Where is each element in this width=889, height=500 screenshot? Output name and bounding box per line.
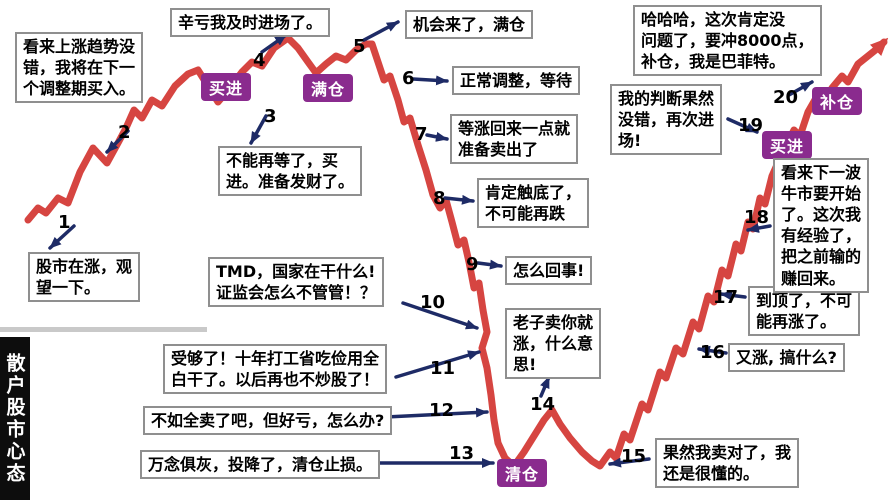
step-number-4: 4 (253, 50, 266, 71)
note-box-3: 不能再等了，买 进。准备发财了。 (218, 146, 363, 197)
arrow-6 (411, 75, 449, 86)
step-number-9: 9 (466, 254, 479, 275)
arrow-18 (746, 223, 772, 233)
arrow-1 (48, 224, 76, 250)
step-number-13: 13 (449, 443, 475, 464)
arrow-9 (476, 259, 503, 270)
step-number-12: 12 (429, 400, 455, 421)
badge-clear-position: 清仓 (497, 459, 548, 487)
note-box-8: 肯定触底了， 不可能再跌 (477, 178, 590, 229)
note-box-14: 老子卖你就 涨，什么意 思! (505, 308, 602, 380)
step-number-15: 15 (621, 446, 647, 467)
note-box-12: 不如全卖了吧，但好亏，怎么办? (143, 406, 393, 436)
note-box-15: 果然我卖对了，我 还是很懂的。 (655, 438, 800, 489)
badge-full-position: 满仓 (303, 74, 354, 102)
step-number-10: 10 (420, 292, 446, 313)
note-box-19: 我的判断果然 没错，再次进 场! (610, 84, 723, 156)
badge-add-position: 补仓 (812, 87, 863, 115)
arrow-12 (384, 407, 489, 419)
arrow-16 (697, 345, 728, 356)
step-number-7: 7 (415, 124, 428, 145)
note-box-5: 机会来了，满仓 (405, 10, 534, 40)
arrow-14 (539, 375, 551, 398)
arrow-10 (401, 301, 479, 330)
arrow-7 (425, 131, 449, 142)
annotation-arrows (48, 20, 814, 468)
step-number-6: 6 (402, 68, 415, 89)
note-box-7: 等涨回来一点就 准备卖出了 (450, 114, 579, 165)
arrow-8 (443, 194, 475, 205)
arrow-3 (249, 114, 268, 145)
step-number-3: 3 (264, 106, 277, 127)
step-number-14: 14 (530, 394, 556, 415)
note-box-20: 哈哈哈，这次肯定没 问题了，要冲8000点， 补仓，我是巴菲特。 (633, 5, 822, 77)
note-box-16: 又涨, 搞什么? (728, 343, 845, 373)
arrow-17 (719, 290, 747, 301)
arrow-19 (726, 117, 759, 134)
note-box-1: 股市在涨，观 望一下。 (28, 252, 141, 303)
arrow-20 (787, 80, 814, 97)
note-box-6: 正常调整，等待 (452, 66, 581, 96)
note-box-11: 受够了！十年打工省吃俭用全 白干了。以后再也不炒股了！ (163, 344, 388, 395)
arrow-15 (608, 457, 651, 468)
note-box-13: 万念俱灰，投降了，清仓止损。 (140, 450, 381, 480)
arrow-2 (105, 129, 130, 154)
note-box-9: 怎么回事! (505, 256, 593, 286)
step-number-8: 8 (433, 188, 446, 209)
price-curve (24, 34, 889, 470)
vertical-title-banner: 散户股市心态 (0, 337, 30, 500)
board-edge-line (0, 327, 207, 332)
arrow-11 (394, 350, 481, 379)
step-number-16: 16 (700, 342, 726, 363)
arrow-4 (260, 33, 288, 54)
step-number-20: 20 (773, 87, 799, 108)
step-number-11: 11 (430, 358, 456, 379)
note-box-18: 看来下一波 牛市要开始 了。这次我 有经验了， 把之前输的 赚回来。 (773, 158, 870, 293)
note-box-2: 看来上涨趋势没 错，我将在下一 个调整期买入。 (15, 32, 144, 104)
step-number-5: 5 (353, 36, 366, 57)
note-box-4: 辛亏我及时进场了。 (170, 8, 331, 38)
arrow-5 (362, 20, 400, 42)
step-number-2: 2 (118, 122, 131, 143)
note-box-10: TMD，国家在干什么! 证监会怎么不管管！？ (208, 257, 385, 308)
step-number-18: 18 (744, 207, 770, 228)
badge-buy-second: 买进 (762, 131, 813, 159)
step-number-17: 17 (713, 287, 739, 308)
note-box-17: 到顶了，不可 能再涨了。 (748, 286, 861, 337)
step-number-19: 19 (738, 115, 764, 136)
step-number-1: 1 (58, 212, 71, 233)
badge-buy-first: 买进 (201, 73, 252, 101)
